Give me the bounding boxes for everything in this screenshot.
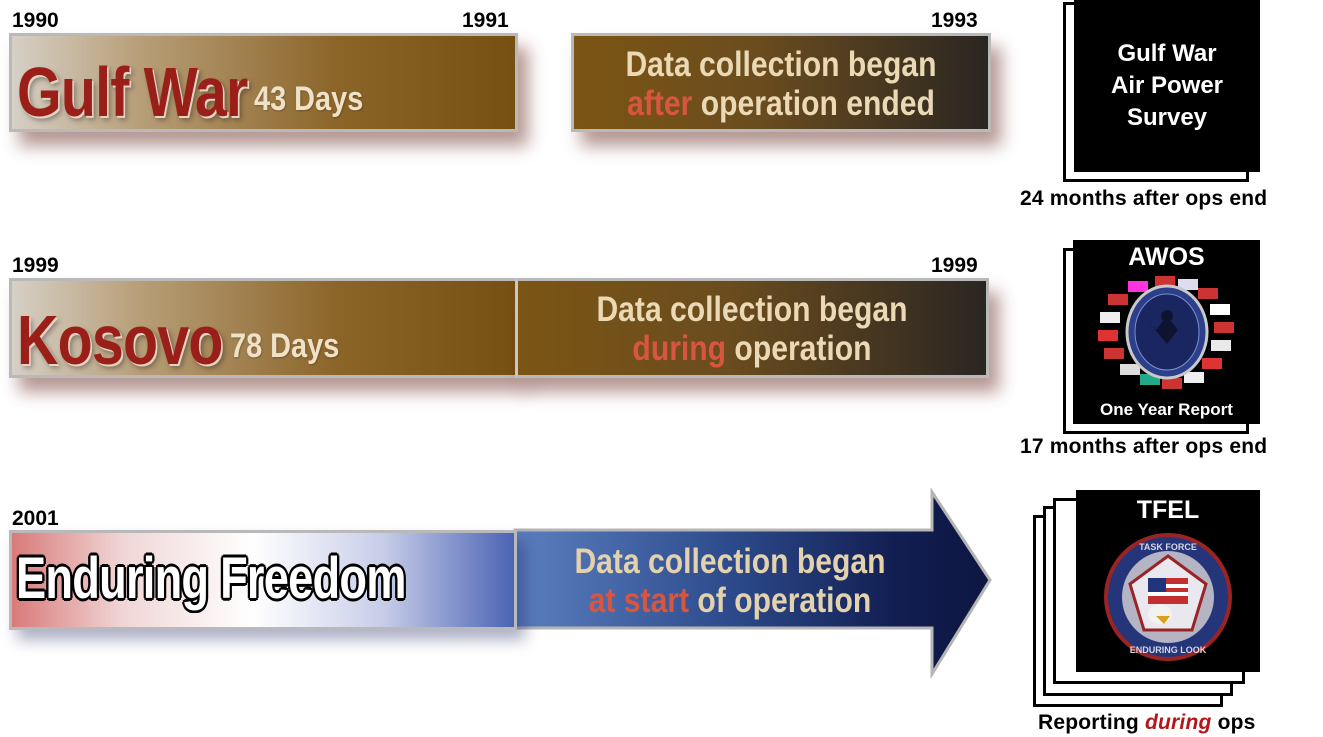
awos-emblem-icon: [1098, 276, 1234, 389]
awos-report-title: AWOS: [1128, 243, 1205, 271]
flag-ring: [1098, 276, 1234, 389]
gulf-war-start-year: 1990: [12, 9, 59, 32]
kosovo-start-year: 1999: [12, 254, 59, 277]
gulf-war-report-caption: 24 months after ops end: [1020, 187, 1268, 210]
gulf-war-dc-rest: operation ended: [692, 84, 935, 123]
gulf-war-dc-line1: Data collection began: [625, 45, 937, 84]
enduring-freedom-duration-bar: [9, 530, 517, 630]
kosovo-end-year: 1999: [931, 254, 978, 277]
gulf-war-end-year: 1993: [931, 9, 978, 32]
gulf-war-report-title-line3: Survey: [1126, 104, 1208, 131]
enduring-freedom-dc-rest: of operation: [689, 581, 872, 620]
tfel-caption-highlight: during: [1145, 711, 1212, 734]
gulf-war-dc-highlight: after: [627, 84, 693, 123]
tfel-emblem-top-text: TASK FORCE: [1139, 542, 1197, 552]
gulf-war-dc-line2: after operation ended: [600, 84, 961, 123]
gulf-war-label: Gulf War: [17, 53, 248, 131]
gulf-war-mid-year: 1991: [462, 9, 509, 32]
kosovo-label: Kosovo: [17, 301, 223, 379]
tfel-emblem-bottom-text: ENDURING LOOK: [1130, 645, 1207, 655]
gulf-war-report-title-line2: Air Power: [1110, 72, 1224, 99]
tfel-caption-pre: Reporting: [1038, 711, 1145, 734]
tfel-caption-post: ops: [1211, 711, 1256, 734]
kosovo-data-collection-text: Data collection began during operation: [548, 290, 956, 368]
kosovo-duration-bar: [9, 278, 518, 378]
kosovo-dc-rest: operation: [726, 329, 872, 368]
tfel-report-caption: Reporting during ops: [1038, 711, 1256, 735]
kosovo-dc-highlight: during: [632, 329, 727, 368]
kosovo-days: 78 Days: [230, 327, 340, 365]
gulf-war-data-collection-bar: [571, 33, 991, 132]
arrow-shape: [513, 488, 992, 678]
gulf-war-duration-bar: [9, 33, 518, 132]
awos-report-caption: 17 months after ops end: [1020, 435, 1268, 458]
gulf-war-report-cover: [1074, 0, 1260, 172]
tfel-emblem-icon: TASK FORCE ENDURING LOOK: [1104, 533, 1232, 661]
awos-report-subtitle: One Year Report: [1100, 400, 1233, 419]
kosovo-data-collection-bar: [515, 278, 989, 378]
enduring-freedom-label: Enduring Freedom: [16, 546, 406, 611]
enduring-freedom-dc-line2: at start of operation: [545, 581, 915, 620]
gulf-war-data-collection-text: Data collection began after operation en…: [600, 45, 961, 123]
kosovo-dc-line2: during operation: [548, 329, 956, 368]
gulf-war-report-title-line1: Gulf War: [1117, 40, 1217, 67]
enduring-freedom-arrow: [513, 488, 992, 678]
enduring-freedom-dc-highlight: at start: [588, 581, 690, 620]
gulf-war-days: 43 Days: [254, 80, 364, 118]
kosovo-dc-line1: Data collection began: [596, 290, 908, 329]
tfel-report-title: TFEL: [1136, 496, 1200, 524]
enduring-freedom-start-year: 2001: [12, 507, 59, 530]
gulf-war-report-title: Gulf War Air Power Survey: [1074, 38, 1260, 134]
enduring-freedom-dc-line1: Data collection began: [574, 542, 886, 581]
enduring-freedom-data-collection-text: Data collection began at start of operat…: [545, 542, 915, 620]
